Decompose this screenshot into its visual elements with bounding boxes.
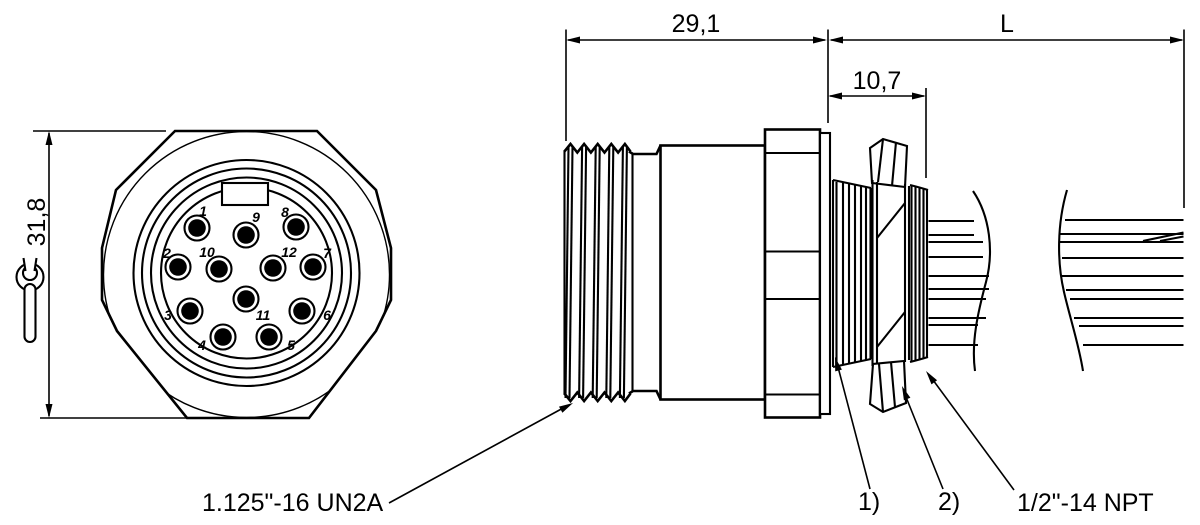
leader-arrowhead [902,386,911,401]
callout-footnote-1: 1) [835,357,880,516]
washer-top-tab [868,137,909,189]
dim-29-1: 29,1 [565,10,829,141]
callout-footnote-2: 2) [902,386,960,516]
lock-washer [868,137,911,414]
label-coupling-thread: 1.125"-16 UN2A [202,489,384,517]
pin-label-3: 3 [164,307,172,323]
label-conduit-thread: 1/2"-14 NPT [1017,489,1154,517]
neck-bottom [628,389,662,401]
wrench-icon [15,255,45,344]
thread-flanks [563,146,634,399]
pin-11 [232,285,260,313]
arrowhead-down [45,404,53,418]
leader-arrowhead [559,403,573,413]
leader-line [837,366,871,490]
dim-31-8: 31,8 [23,130,186,419]
leader-line [388,406,566,504]
pin-1 [183,214,211,242]
pin-4 [209,323,237,351]
dim-31-8-text: 31,8 [23,198,51,247]
pin-label-10: 10 [199,244,215,260]
leader-arrowhead [835,357,842,372]
flange-edge-strip [818,131,832,416]
leader-line [932,379,1015,491]
cable-wires [928,189,1184,372]
pin-label-6: 6 [323,307,331,323]
keyway [220,181,270,207]
pin-12 [259,254,287,282]
hex-flange [763,128,832,419]
pin-label-8: 8 [281,204,289,220]
break-line-left [972,190,991,372]
dim-10-7: 10,7 [828,67,927,178]
pin-label-1: 1 [199,203,207,219]
wire-crossing [1159,235,1184,243]
front-view: 31,8 [15,129,393,420]
pin-8 [282,213,310,241]
pin-label-11: 11 [256,307,271,323]
footnote-1: 1) [858,488,880,516]
thread-crest-top [562,141,632,155]
pin-10 [205,255,233,283]
pin-label-7: 7 [323,245,332,261]
washer-bottom-tab [868,359,908,414]
pin-6 [288,297,316,325]
pin-5 [255,323,283,351]
pin-3 [176,297,204,325]
pin-label-2: 2 [162,245,171,261]
callout-conduit-thread: 1/2"-14 NPT [926,371,1154,517]
pin-2 [164,253,192,281]
washer-twist-line [876,311,906,348]
washer-twist-line [876,202,906,239]
neck-top [628,144,662,156]
leader-arrowhead [926,371,938,385]
footnote-2: 2) [938,488,960,516]
dim-10-7-text: 10,7 [853,67,902,95]
pin-label-4: 4 [197,337,206,353]
break-line-right [1058,189,1085,372]
pin-7 [299,253,327,281]
pin-label-5: 5 [287,337,295,353]
pin-field: 1 9 8 2 10 12 7 11 3 6 4 5 [162,203,332,353]
wire-crossing [1142,231,1184,243]
pin-9 [232,221,260,249]
dim-29-1-text: 29,1 [672,10,721,38]
dim-L-text: L [1000,10,1014,38]
side-view: 29,1 L 10,7 1.125"-16 UN2A 1 [202,10,1185,517]
hex-chamfer-circle [102,131,391,418]
locknut [831,178,872,369]
arrowhead-up [45,131,53,145]
dim-L: L [829,10,1185,208]
pin-label-12: 12 [281,244,297,260]
connector-body [659,144,767,401]
coupling-thread [562,141,634,404]
pin-label-9: 9 [252,209,260,225]
npt-thread [909,183,929,364]
callout-coupling-thread: 1.125"-16 UN2A [202,403,573,517]
leader-line [903,391,944,490]
